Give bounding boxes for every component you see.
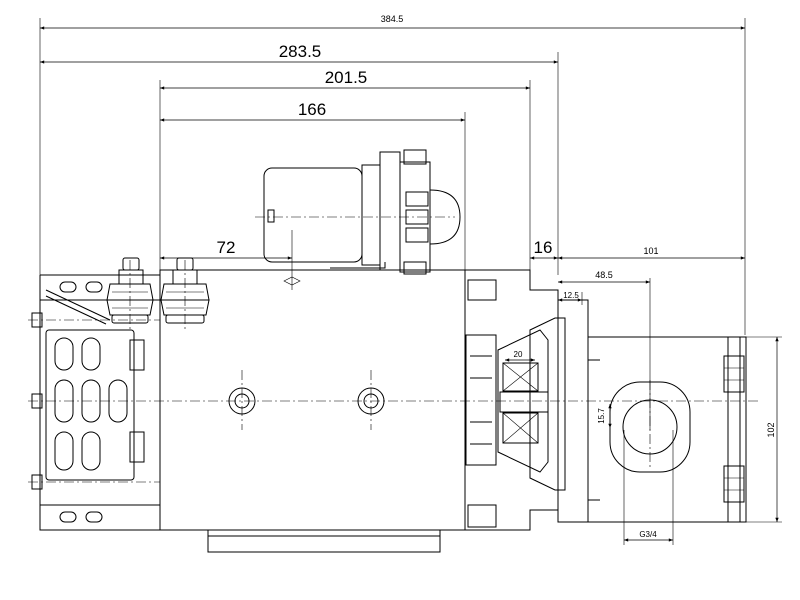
vent-slot bbox=[81, 337, 101, 371]
dim-port-height: 15.7 bbox=[597, 408, 606, 424]
terminal-stud-left bbox=[106, 257, 154, 324]
dim-solenoid-offset: 72 bbox=[217, 238, 236, 257]
solenoid bbox=[263, 149, 461, 275]
dim-pump-port-offset: 48.5 bbox=[595, 270, 613, 280]
dim-pump-step: 12.5 bbox=[563, 291, 579, 300]
dimension-labels: 384.5 283.5 201.5 166 72 16 101 48.5 12.… bbox=[217, 14, 776, 539]
drive-end-housing bbox=[465, 269, 566, 531]
cap-screw bbox=[357, 387, 385, 415]
pump-port bbox=[622, 399, 678, 455]
dim-overall-length: 384.5 bbox=[381, 14, 404, 24]
dimension-lines bbox=[39, 18, 782, 545]
motor-body bbox=[159, 269, 466, 553]
vent-slot bbox=[108, 379, 128, 423]
dim-motor-to-flange: 283.5 bbox=[279, 42, 322, 61]
dim-flange-thickness: 16 bbox=[534, 238, 553, 257]
dim-port-thread: G3/4 bbox=[639, 530, 657, 539]
dim-shaft-spline: 20 bbox=[514, 350, 523, 359]
pump-bolt bbox=[723, 355, 745, 393]
vent-slot bbox=[54, 431, 74, 471]
center-lines bbox=[28, 216, 760, 483]
shaft bbox=[499, 391, 549, 413]
solenoid-terminal bbox=[403, 149, 427, 165]
pump-port-boss bbox=[609, 381, 691, 473]
pump-bolt bbox=[723, 465, 745, 503]
vent-slot bbox=[54, 379, 74, 423]
dim-solenoid-span: 166 bbox=[298, 100, 326, 119]
hydraulic-pump bbox=[557, 299, 747, 523]
dim-to-pump-flange: 201.5 bbox=[325, 68, 368, 87]
vent-slot bbox=[54, 337, 74, 371]
vent-slot bbox=[81, 379, 101, 423]
dim-pump-height: 102 bbox=[766, 422, 776, 437]
vent-slot bbox=[81, 431, 101, 471]
cap-screw bbox=[228, 387, 256, 415]
rear-end-cap bbox=[31, 274, 161, 531]
dim-pump-to-end: 101 bbox=[643, 246, 658, 256]
mounting-foot bbox=[207, 529, 441, 553]
